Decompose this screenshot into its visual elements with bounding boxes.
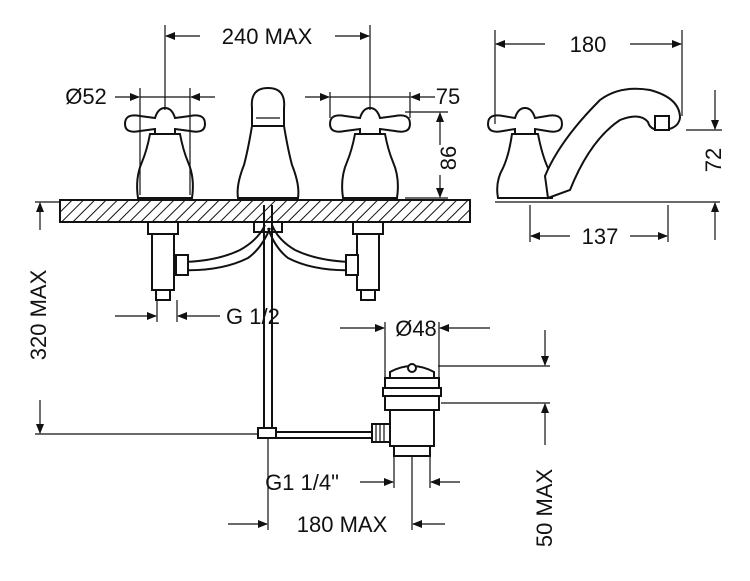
below-deck-label: 320 MAX	[26, 269, 51, 360]
tap-height-label: 86	[436, 146, 461, 170]
flexible-hoses	[175, 224, 359, 276]
side-view	[486, 87, 720, 203]
side-height-label: 72	[701, 148, 726, 172]
waste-height-label: 50 MAX	[532, 469, 557, 548]
inlet-thread-label: G 1/2	[226, 304, 280, 329]
right-cross-handle-valve	[328, 106, 412, 301]
spread-label: 240 MAX	[222, 24, 313, 49]
side-depth-label: 180	[570, 32, 607, 57]
center-spout	[236, 86, 300, 233]
waste-offset-label: 180 MAX	[297, 512, 388, 537]
waste-diameter-label: Ø48	[395, 316, 437, 341]
waste-assembly	[371, 363, 442, 457]
handle-diameter-label: Ø52	[65, 84, 107, 109]
side-base-label: 137	[582, 224, 619, 249]
handle-height-label: 75	[436, 84, 460, 109]
popup-rod	[257, 205, 372, 439]
dimension-lines	[35, 25, 722, 530]
left-cross-handle-valve	[123, 106, 207, 301]
waste-thread-label: G1 1/4"	[265, 470, 339, 495]
